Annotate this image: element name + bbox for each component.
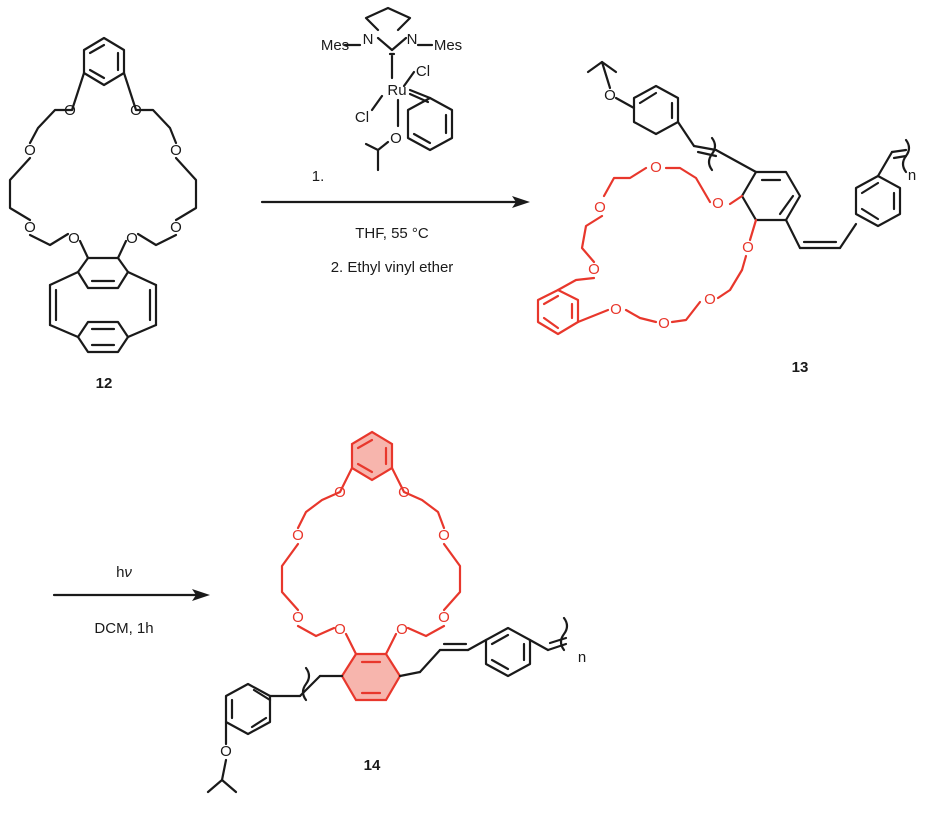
catalyst-oxygen: O xyxy=(390,130,402,147)
c13-repeat-n: n xyxy=(908,167,916,184)
c14-oxygen-2: O xyxy=(398,484,410,501)
c12-top-benzene-ring xyxy=(82,36,126,87)
c13-oxygen-4: O xyxy=(588,261,600,278)
compound-14-label: 14 xyxy=(364,757,381,774)
compound-12: O O O O O O O O 12 xyxy=(8,36,198,392)
compound-13: n O O O O O O O O O 13 xyxy=(536,60,916,376)
c14-oxygen-1: O xyxy=(334,484,346,501)
c13-oxygen-3: O xyxy=(594,199,606,216)
c12-oxygen-4: O xyxy=(170,142,182,159)
chlorine-2: Cl xyxy=(355,109,369,126)
c14-oxygen-3: O xyxy=(292,527,304,544)
ruthenium: Ru xyxy=(387,82,406,99)
c12-lower-deck-ring xyxy=(76,320,130,354)
reaction-1: Mes N N Mes Cl Ru Cl O 1. THF, 55 °C 2. … xyxy=(260,6,530,276)
grubbs-catalyst: Mes N N Mes Cl Ru Cl O xyxy=(321,6,462,172)
compound-12-label: 12 xyxy=(96,375,113,392)
c12-oxygen-8: O xyxy=(126,230,138,247)
reaction-2: hν DCM, 1h xyxy=(52,564,210,637)
c13-oxygen-2: O xyxy=(650,159,662,176)
compound-13-label: 13 xyxy=(792,359,809,376)
nitrogen-left: N xyxy=(363,31,374,48)
c12-upper-deck-ring xyxy=(76,256,130,290)
mesityl-left: Mes xyxy=(321,37,349,54)
photo-reagent: hν xyxy=(116,564,132,581)
c13-oxygen-1: O xyxy=(712,195,724,212)
conditions-solvent-temp: THF, 55 °C xyxy=(355,225,429,242)
c12-oxygen-5: O xyxy=(24,219,36,236)
c14-oxygen-4: O xyxy=(438,527,450,544)
c14-oxygen-8: O xyxy=(396,621,408,638)
conditions-2: DCM, 1h xyxy=(94,620,153,637)
c12-oxygen-1: O xyxy=(64,102,76,119)
c14-oxygen-7: O xyxy=(334,621,346,638)
c12-oxygen-6: O xyxy=(170,219,182,236)
chlorine-1: Cl xyxy=(416,63,430,80)
conditions-step-2: 2. Ethyl vinyl ether xyxy=(331,259,454,276)
c14-repeat-n: n xyxy=(578,649,586,666)
c14-oxygen-6: O xyxy=(438,609,450,626)
c14-ether-oxygen: O xyxy=(220,743,232,760)
c13-oxygen-8: O xyxy=(610,301,622,318)
c13-oxygen-5: O xyxy=(742,239,754,256)
c12-oxygen-2: O xyxy=(130,102,142,119)
reaction-arrow-1-head xyxy=(512,196,530,208)
c13-oxygen-7: O xyxy=(658,315,670,332)
c12-oxygen-7: O xyxy=(68,230,80,247)
step-1-label: 1. xyxy=(312,168,325,185)
reaction-arrow-2-head xyxy=(192,589,210,601)
c12-oxygen-3: O xyxy=(24,142,36,159)
c13-oxygen-6: O xyxy=(704,291,716,308)
mesityl-right: Mes xyxy=(434,37,462,54)
c14-oxygen-5: O xyxy=(292,609,304,626)
c13-ether-oxygen: O xyxy=(604,87,616,104)
compound-14: O O O O O O O O O n 14 xyxy=(206,430,586,794)
nitrogen-right: N xyxy=(407,31,418,48)
c14-catechol-ring xyxy=(350,430,394,482)
